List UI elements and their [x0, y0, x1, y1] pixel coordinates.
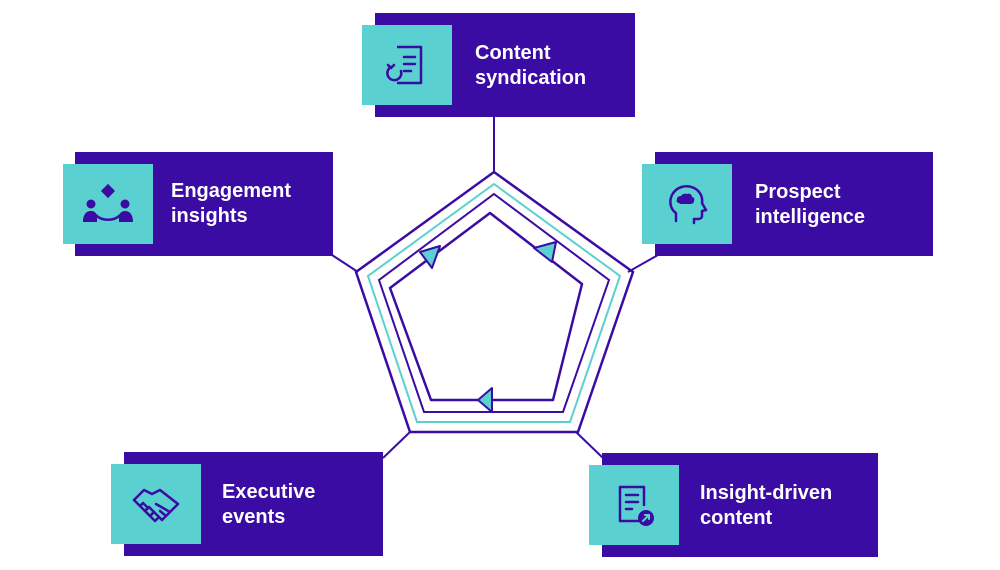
icon-box-prospect-intelligence	[642, 164, 732, 244]
cycle-arrow-left	[419, 245, 441, 269]
label-executive-events: Executive events	[222, 481, 316, 528]
icon-box-engagement-insights	[63, 164, 153, 244]
middle-pentagon	[366, 182, 622, 423]
connector-executive-events	[382, 431, 411, 459]
card-engagement-insights: Engagement insights	[63, 152, 333, 256]
inner-pentagon	[377, 192, 611, 413]
connector-engagement-insights	[331, 254, 359, 273]
icon-box-executive-events	[111, 464, 201, 544]
outer-pentagon	[354, 170, 635, 434]
people-connect-icon	[83, 183, 133, 222]
cycle-arrow-bottom	[477, 387, 493, 413]
head-cloud-icon	[669, 185, 708, 225]
connector-insight-driven-content	[575, 431, 604, 459]
card-executive-events: Executive events	[111, 452, 383, 556]
label-insight-driven-content: Insight-driven content	[700, 482, 833, 529]
document-arrow-icon	[618, 485, 654, 526]
label-prospect-intelligence: Prospect intelligence	[755, 181, 866, 228]
icon-box-content-syndication	[362, 25, 452, 105]
cycle-path	[388, 211, 584, 402]
connector-prospect-intelligence	[627, 254, 659, 273]
label-engagement-insights: Engagement insights	[171, 180, 292, 227]
card-insight-driven-content: Insight-driven content	[589, 453, 878, 557]
handshake-icon	[132, 488, 180, 523]
label-content-syndication: Content syndication	[475, 42, 587, 89]
cycle-arrow-right	[533, 241, 557, 263]
card-prospect-intelligence: Prospect intelligence	[642, 152, 933, 256]
card-content-syndication: Content syndication	[362, 13, 635, 117]
document-refresh-icon	[386, 45, 423, 85]
icon-box-insight-driven-content	[589, 465, 679, 545]
